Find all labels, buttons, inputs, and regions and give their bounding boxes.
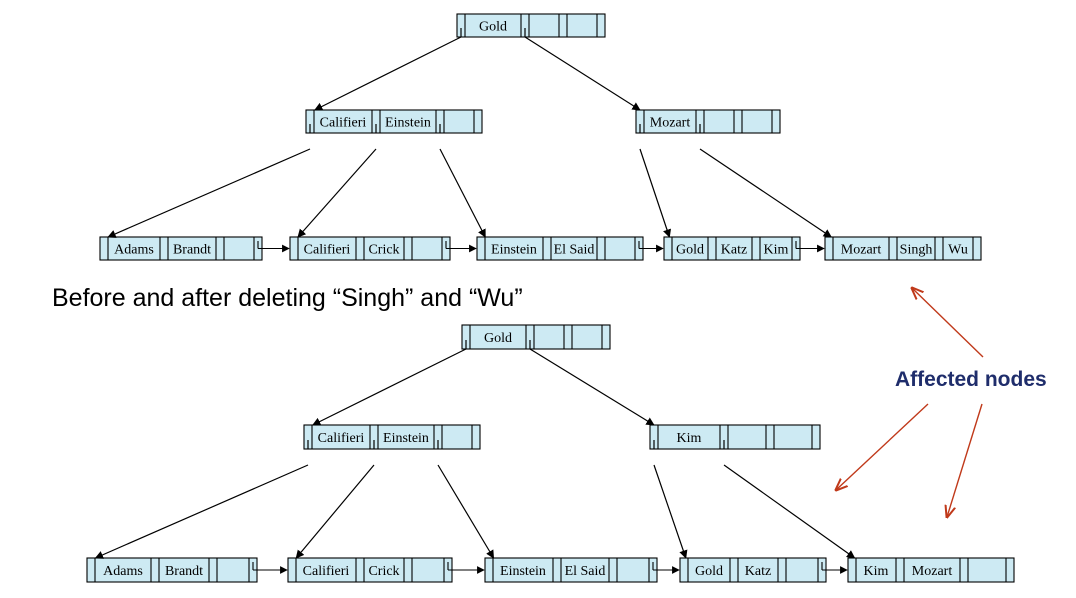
before-root-node: Gold [456, 13, 606, 38]
node-key: Singh [900, 243, 933, 258]
node-key: Adams [103, 564, 143, 579]
after-leaf-node-1: Adams Brandt [86, 557, 258, 583]
tree-edge [439, 148, 486, 238]
after-edges [94, 340, 856, 574]
before-edges [107, 28, 832, 253]
node-key: Kim [677, 431, 702, 446]
node-box [679, 557, 827, 583]
tree-edge [723, 464, 856, 559]
tree-edge [314, 36, 462, 111]
node-box [305, 109, 483, 134]
node-box [461, 324, 611, 350]
node-key: Califieri [318, 431, 365, 446]
callout-arrow-up [912, 288, 984, 358]
before-leaf-node-1: Adams Brandt [99, 236, 263, 261]
node-key: Califieri [303, 564, 350, 579]
node-key: Einstein [383, 431, 429, 446]
before-leaf-node-4: Gold Katz Kim [663, 236, 801, 261]
node-key: Einstein [500, 564, 546, 579]
before-internal-node-right: Mozart [635, 109, 781, 134]
node-key: Einstein [491, 243, 537, 258]
tree-edge [653, 464, 688, 559]
node-box [635, 109, 781, 134]
node-key: Califieri [320, 116, 367, 131]
node-key: Mozart [650, 116, 691, 131]
diagram-caption: Before and after deleting “Singh” and “W… [52, 284, 523, 312]
tree-edge [94, 464, 309, 559]
affected-nodes-label: Affected nodes [895, 368, 1047, 391]
before-leaf-node-5: Mozart Singh Wu [824, 236, 982, 261]
tree-edge [107, 148, 311, 238]
node-key: Kim [864, 564, 889, 579]
node-box [303, 424, 481, 450]
node-key: Mozart [841, 243, 882, 258]
after-leaf-node-3: Einstein El Said [484, 557, 658, 583]
callout-arrow-mid [836, 403, 929, 490]
after-root-node: Gold [461, 324, 611, 350]
after-internal-node-left: Califieri Einstein [303, 424, 481, 450]
callout-arrow-down [947, 403, 983, 517]
node-box [649, 424, 821, 450]
node-key: Gold [676, 243, 704, 258]
before-leaf-node-2: Califieri Crick [289, 236, 451, 261]
node-key: Brandt [165, 564, 203, 579]
node-key: Crick [368, 243, 399, 258]
node-key: Gold [484, 331, 512, 346]
node-key: Gold [695, 564, 723, 579]
node-box [86, 557, 258, 583]
tree-edge [699, 148, 832, 238]
node-key: Katz [745, 564, 771, 579]
after-internal-node-right: Kim [649, 424, 821, 450]
tree-edge [297, 148, 377, 238]
node-key: Adams [114, 243, 154, 258]
tree-edge [639, 148, 672, 238]
after-leaf-node-4: Gold Katz [679, 557, 827, 583]
tree-edge [312, 348, 467, 426]
node-box [847, 557, 1015, 583]
after-leaf-node-5: Kim Mozart [847, 557, 1015, 583]
node-key: Califieri [304, 243, 351, 258]
tree-edge [529, 348, 655, 426]
node-key: Crick [368, 564, 399, 579]
tree-edge [437, 464, 495, 559]
callout-arrows [836, 288, 984, 517]
node-key: Kim [764, 243, 789, 258]
node-box [484, 557, 658, 583]
node-box [824, 236, 982, 261]
node-key: Mozart [912, 564, 953, 579]
node-key: Katz [721, 243, 747, 258]
before-internal-node-left: Califieri Einstein [305, 109, 483, 134]
node-key: Einstein [385, 116, 431, 131]
node-key: Brandt [173, 243, 211, 258]
before-leaf-node-3: Einstein El Said [476, 236, 644, 261]
node-key: El Said [554, 243, 595, 258]
node-key: Gold [479, 20, 507, 35]
node-box [456, 13, 606, 38]
after-leaf-node-2: Califieri Crick [287, 557, 453, 583]
tree-edge [524, 36, 641, 111]
node-key: Wu [948, 243, 968, 258]
tree-edge [295, 464, 375, 559]
node-key: El Said [565, 564, 606, 579]
